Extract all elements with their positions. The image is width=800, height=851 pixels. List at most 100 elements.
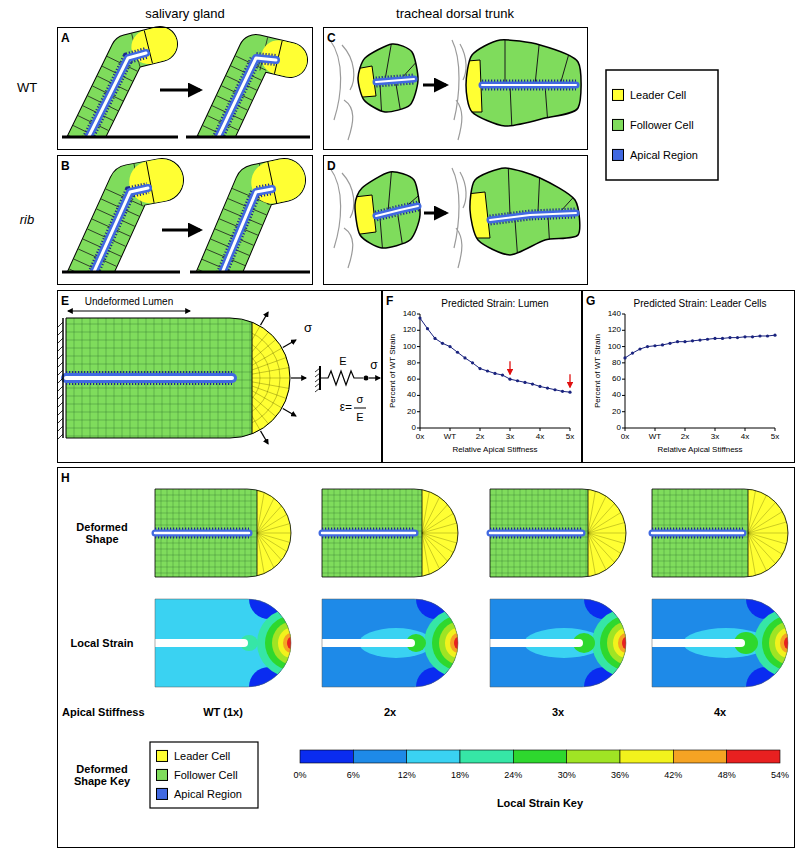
- cell-boundary: [380, 218, 383, 255]
- deformed-shape: [490, 474, 648, 592]
- legend-text: Apical Region: [630, 149, 698, 161]
- mesh-line: [490, 501, 588, 502]
- figure-label: WT (1x): [203, 706, 243, 718]
- figure-label: 54%: [771, 771, 789, 781]
- data-point: [691, 339, 694, 342]
- highlight-arrow: [569, 374, 570, 387]
- apical-microvilli: [376, 206, 418, 216]
- force-arrow: [369, 377, 380, 378]
- mesh-line: [652, 507, 748, 508]
- spring-symbol: [320, 371, 363, 385]
- lumen-space: [82, 53, 146, 137]
- wall-hatch: [315, 383, 320, 387]
- wall-hatch: [58, 394, 63, 399]
- data-point: [766, 334, 769, 337]
- strain-key-swatch: [300, 750, 353, 763]
- trachea-inner: [345, 165, 425, 255]
- mesh-line: [490, 507, 588, 508]
- mesh-line: [422, 533, 432, 592]
- wall-hatch: [315, 378, 320, 382]
- mesh-line: [252, 343, 291, 378]
- strain-band: [746, 667, 786, 707]
- neighbor-tissue: [342, 173, 354, 218]
- data-point: [623, 356, 626, 359]
- mesh-line: [257, 474, 267, 533]
- data-point: [441, 342, 444, 345]
- cell-boundary: [538, 168, 540, 212]
- figure-label: WT: [649, 433, 661, 442]
- basal-line: [62, 136, 178, 139]
- y-tick: [417, 330, 420, 331]
- mesh-line: [252, 378, 284, 423]
- data-point: [736, 336, 739, 339]
- mesh-line: [652, 495, 748, 496]
- mesh-line: [322, 519, 422, 520]
- wall-hatch: [58, 346, 63, 351]
- mesh-line: [155, 573, 257, 574]
- figure-label: 40: [612, 391, 621, 400]
- mesh-line: [588, 533, 628, 578]
- wall-hatch: [58, 330, 63, 335]
- apical-region: [155, 530, 249, 537]
- figure-label: Percent of WT Strain: [389, 334, 398, 408]
- data-point: [773, 334, 776, 337]
- mesh-line: [322, 507, 422, 508]
- neighbor-tissue: [452, 168, 459, 248]
- data-point: [653, 344, 656, 347]
- strain-band: [746, 579, 786, 619]
- mesh-line: [490, 525, 588, 526]
- line-chart: [622, 314, 777, 431]
- fem-model: [66, 308, 312, 450]
- data-point: [448, 345, 451, 348]
- mesh-line: [66, 404, 252, 405]
- neighbor-tissue: [452, 40, 459, 120]
- wall-hatch: [58, 362, 63, 367]
- x-tick: [450, 428, 451, 431]
- mesh-line: [748, 516, 800, 533]
- data-point: [493, 372, 496, 375]
- lumen-space: [650, 639, 741, 647]
- lumen-space: [88, 188, 148, 272]
- mesh-line: [748, 533, 800, 550]
- data-point: [561, 390, 564, 393]
- figure-label: σ: [370, 359, 377, 372]
- lumen-space: [376, 206, 418, 216]
- wall-hatch: [58, 354, 63, 359]
- wall-hatch: [58, 426, 63, 431]
- legend-swatch: [156, 750, 168, 762]
- panel-letter: B: [58, 159, 73, 174]
- wall-hatch: [58, 338, 63, 343]
- mesh-line: [252, 366, 299, 378]
- strain-band: [416, 667, 456, 707]
- lumen-space: [320, 639, 411, 647]
- figure-label: 24%: [504, 771, 522, 781]
- strain-band: [775, 628, 800, 658]
- figure-label: E: [339, 355, 346, 367]
- figure-label: WT: [17, 81, 37, 95]
- strain-map: [320, 579, 492, 707]
- figure-panel: D: [323, 155, 588, 285]
- mesh-line: [588, 474, 598, 533]
- apical-microvilli: [376, 79, 414, 82]
- leader-region: [422, 487, 482, 579]
- basal-line: [186, 136, 310, 139]
- data-point: [456, 351, 459, 354]
- x-axis: [420, 428, 570, 429]
- shape-outline: [490, 599, 626, 687]
- figure-panel: A: [57, 27, 313, 150]
- apical-region: [212, 58, 276, 137]
- mesh: [490, 474, 648, 592]
- mesh-line: [155, 555, 257, 556]
- figure-label: Predicted Strain: Lumen: [441, 298, 548, 309]
- mesh-line: [652, 549, 748, 550]
- neighbor-tissue: [460, 172, 466, 208]
- mesh-line: [257, 516, 315, 533]
- mesh-line: [652, 555, 748, 556]
- highlight-arrow: [509, 361, 510, 374]
- figure-label: σ: [304, 321, 312, 335]
- mesh-line: [652, 573, 748, 574]
- legend-text: Follower Cell: [630, 119, 694, 131]
- data-point: [728, 336, 731, 339]
- x-axis: [625, 428, 775, 429]
- strain-band: [249, 667, 289, 707]
